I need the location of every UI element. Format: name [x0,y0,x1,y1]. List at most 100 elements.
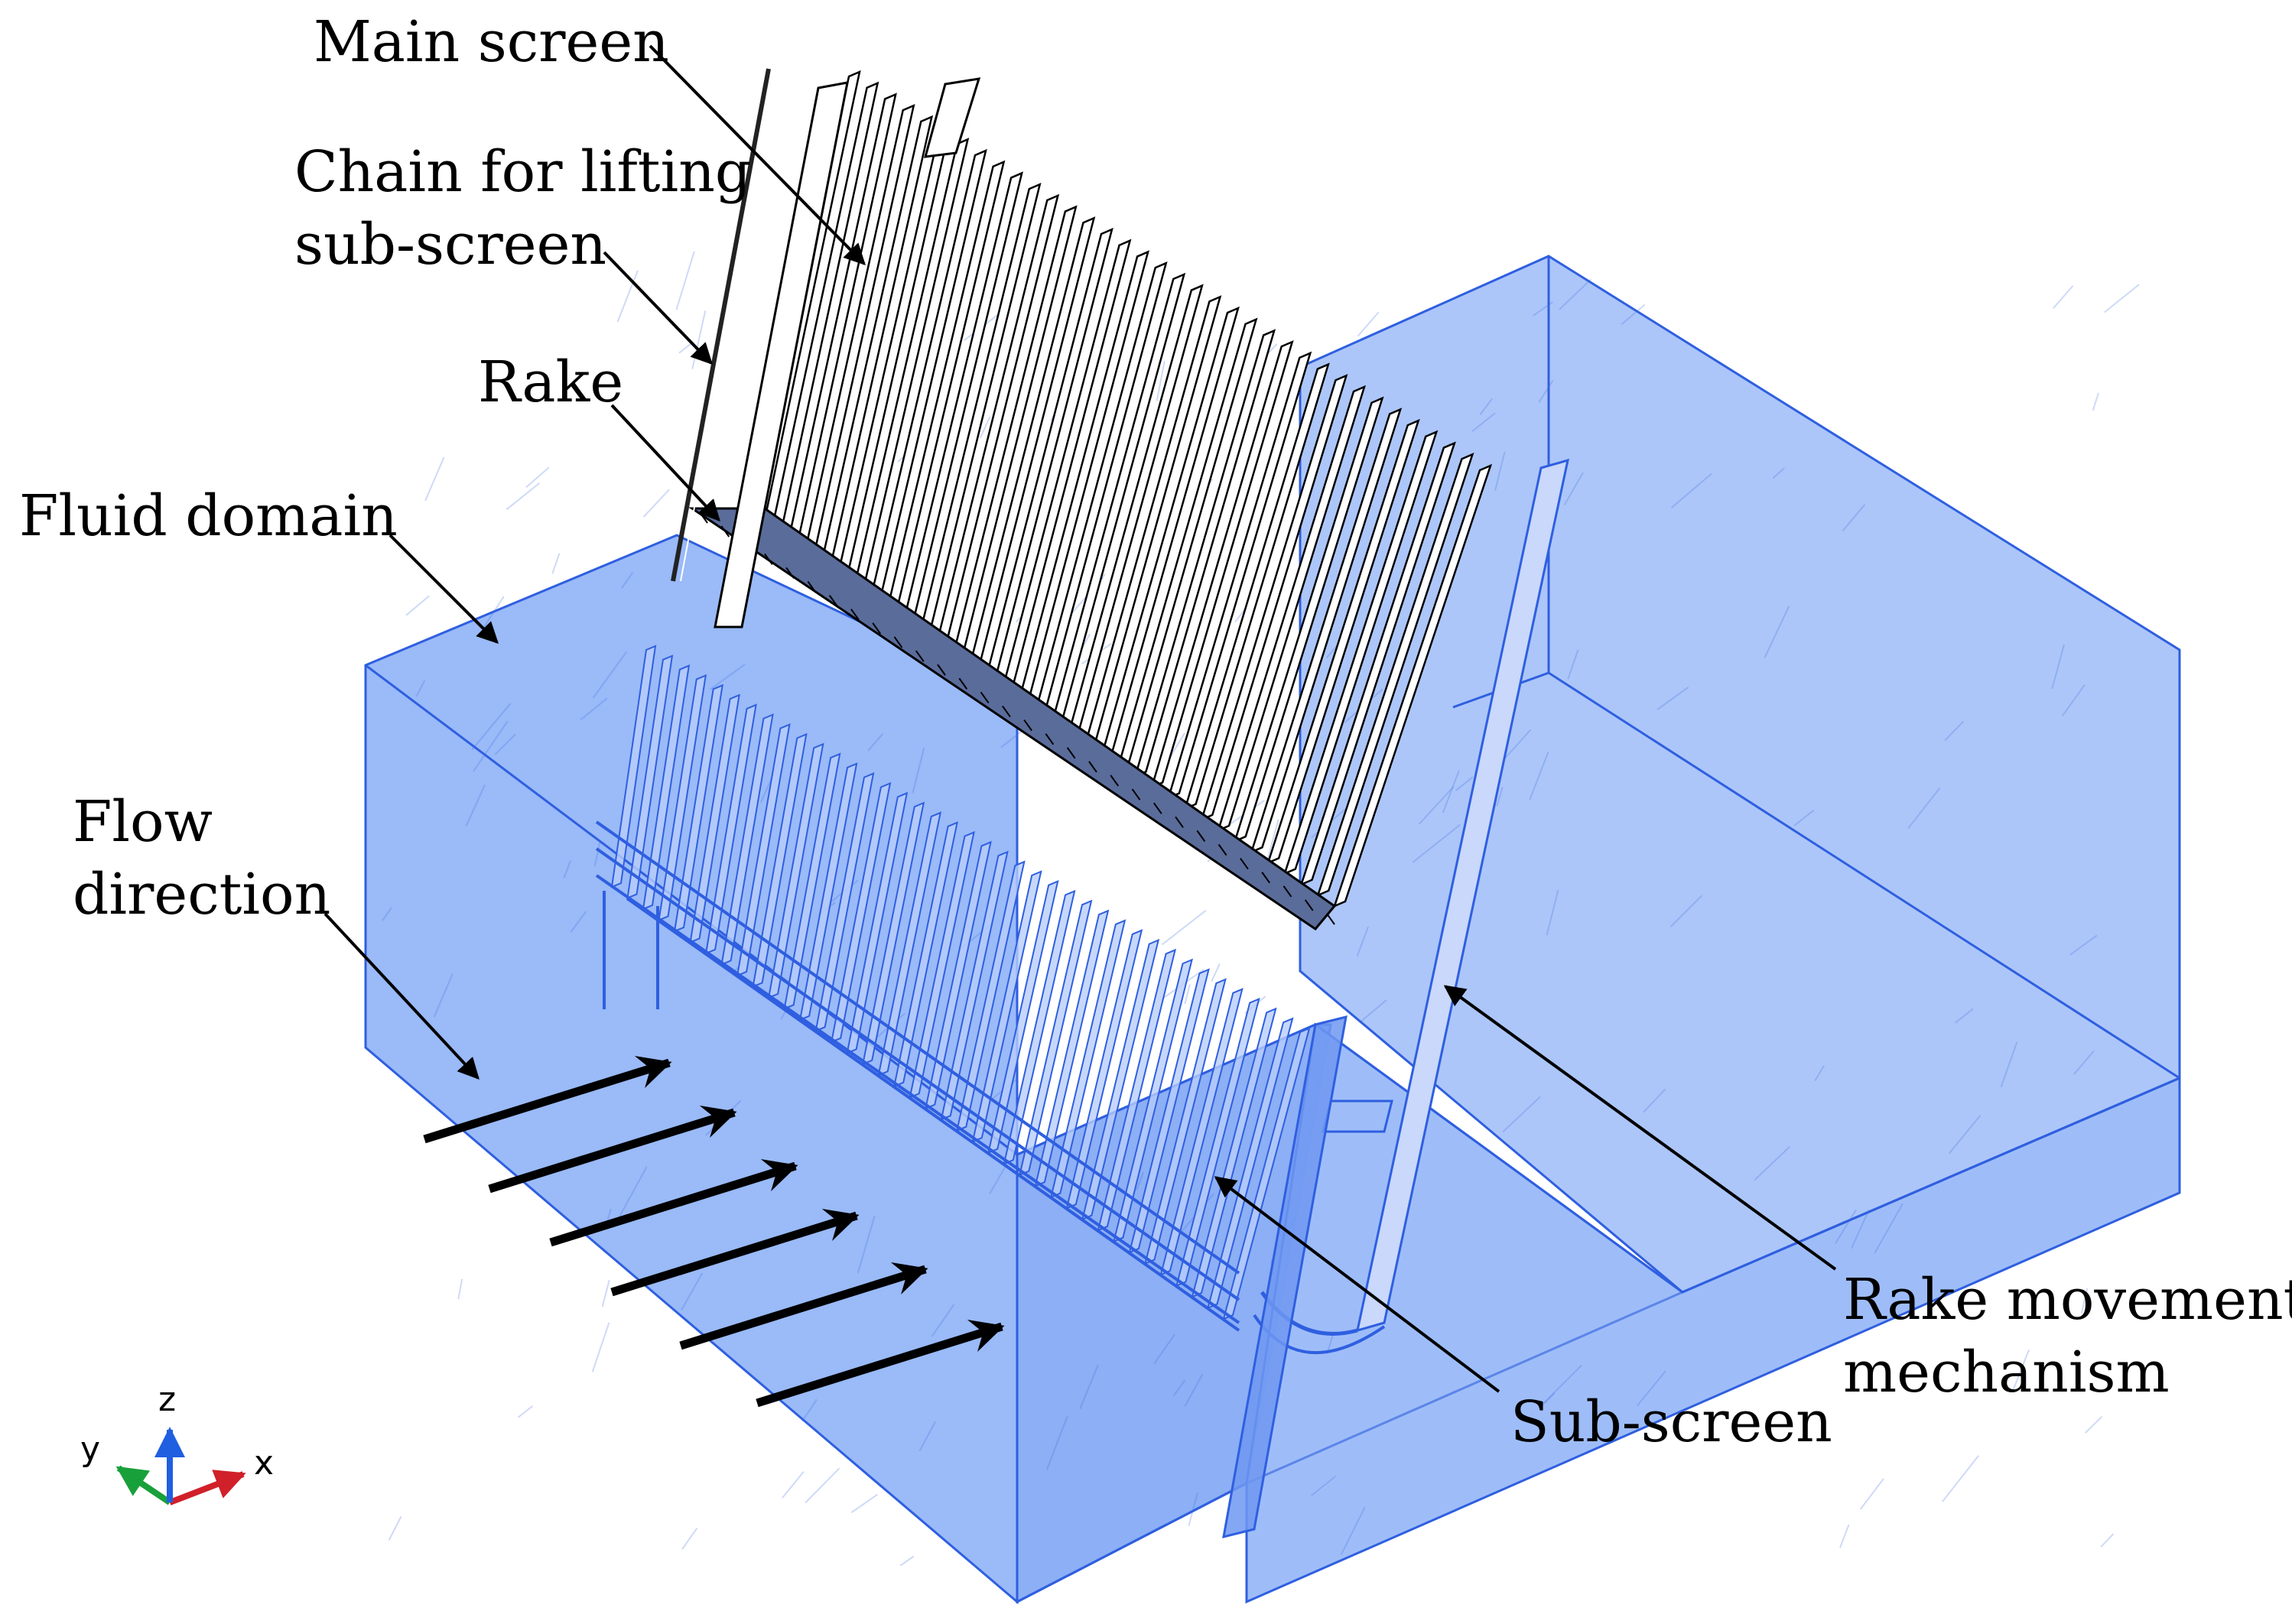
leader-rake-mechanism [1443,985,1837,1271]
rake-tooth [872,622,882,635]
rake-tooth [1066,747,1076,759]
rake-tooth [980,691,990,703]
rake-tooth [1023,719,1032,732]
sub-screen-bar [955,860,1026,1132]
rake-tooth [764,553,773,565]
rake-tooth [1002,705,1011,718]
main-screen-bar [1150,339,1294,789]
main-screen-side-post [714,81,849,628]
sub-screen-bar [1018,899,1093,1177]
rake-teeth [699,512,1335,925]
main-screen-bar [1133,329,1276,778]
rake-tooth [1196,830,1206,842]
leader-lines [323,44,1837,1393]
axis-x-label: x [254,1444,274,1483]
sub-screen-bar [971,870,1042,1143]
sub-screen-bar [1034,909,1110,1187]
main-screen-bar [1283,430,1439,875]
sub-screen-bar [673,684,723,933]
sub-screen-bar [736,723,791,977]
rake-tooth [1283,885,1292,898]
flow-arrow [423,1056,672,1144]
sub-screen-bar [1159,988,1244,1276]
sub-screen-bar [909,830,975,1099]
fluid-domain-left-face [364,534,1019,1605]
sub-screen-bar [1207,1017,1294,1310]
main-screen-bar [1250,408,1403,854]
label-rake: Rake [478,349,623,415]
sub-screen-bar [689,693,740,944]
leader-main-screen [649,44,866,265]
sub-screen-bar [642,664,691,911]
sub-screen-bar [1143,978,1227,1265]
flow-arrow [756,1320,1005,1408]
rake-tooth [937,664,946,676]
sub-screen-bar [1065,929,1143,1210]
rake-tooth [850,609,860,621]
main-screen-bar [1217,385,1366,833]
rake-tooth [915,650,925,662]
leader-chain [603,251,713,365]
main-screen-bar [1117,317,1258,768]
sub-screen-bar [704,703,757,955]
label-chain-line1: Chain for lifting [294,139,751,205]
main-screen-bar [1316,453,1474,898]
lifting-chain [671,68,771,582]
axis-y-arrow [115,1465,172,1505]
label-main-screen: Main screen [314,9,669,75]
sub-screen-bar [1081,938,1160,1221]
sub-screen-side-plate [1222,1015,1348,1539]
label-flow-line2: direction [73,862,330,927]
sub-screen-bar [1049,919,1126,1199]
sub-screen-bar [892,821,958,1088]
sub-screen-bar [767,742,824,999]
main-screen-bar [1200,374,1348,822]
rake-tooth [1304,899,1314,911]
sub-screen-bar [940,850,1009,1121]
sub-screen-bar [1003,889,1076,1165]
main-screen-bar [1233,396,1384,843]
sub-screen-bar [1128,968,1210,1254]
sub-screen-bar [830,781,892,1044]
leader-flow-direction [323,912,480,1080]
sub-screen-bar [1097,948,1177,1232]
sub-screen-bar [783,752,841,1010]
flow-arrows [423,1056,1005,1408]
leader-rake [610,404,720,522]
sub-screen-bars [610,645,1311,1320]
label-chain-line2: sub-screen [294,212,606,278]
sub-screen-bar [877,811,942,1077]
sub-screen-bar [861,801,925,1066]
sub-screen-bar [924,840,992,1110]
sub-screen-frame [595,820,1240,1332]
rake-tooth [807,580,817,593]
rake-tooth [785,567,795,579]
rake-tooth [958,677,968,690]
sub-screen-bar [720,713,774,966]
sub-screen-bar [658,674,707,922]
sub-screen-bar [798,762,858,1021]
axis-y-label: y [80,1430,100,1469]
leader-fluid-domain [389,534,499,644]
rake-tooth [1326,913,1335,925]
rake-tooth [720,525,730,538]
rake-tooth [893,636,903,648]
flow-arrow [488,1106,737,1194]
sub-screen-bar [626,654,674,900]
axis-z-label: z [158,1380,176,1419]
main-screen-bar [1266,418,1420,865]
labels: Main screen Chain for lifting sub-screen… [19,9,2292,1455]
rake-tooth [1261,872,1270,884]
axis-x-arrow [168,1470,246,1505]
sub-screen-bar [610,645,657,888]
sub-screen-bar [987,880,1059,1155]
sub-screen-bar [846,791,909,1054]
label-sub-screen: Sub-screen [1510,1389,1832,1455]
sub-screen-bar [1175,997,1260,1288]
rake-tooth [1110,775,1120,787]
rake-tooth [1131,788,1141,801]
rake-tooth [828,595,838,607]
sub-screen-bar [1222,1027,1311,1320]
label-flow-line1: Flow [73,789,213,855]
label-rake-mechanism-line1: Rake movement [1843,1267,2292,1333]
